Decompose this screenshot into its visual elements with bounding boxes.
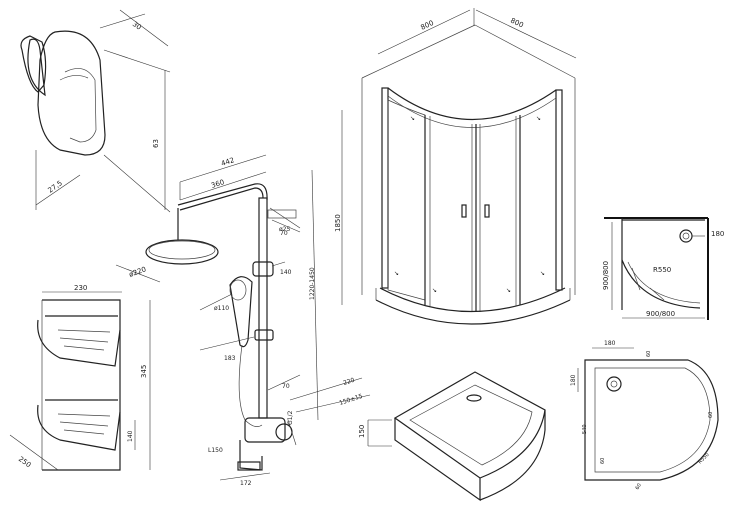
tray-plan-right-side-label: 60 [708, 412, 714, 418]
tray-plan-left-side-label: 540 [582, 424, 588, 434]
enclosure-height-label: 1850 [334, 214, 342, 232]
mixer-slider-label: 183 [224, 355, 236, 362]
svg-text:↘: ↘ [536, 115, 541, 122]
corner-shelf-drawing: 230 345 140 250 [9, 284, 151, 471]
enclosure-plan-drawing: 180 900/800 R550 900/800 [602, 217, 724, 320]
mixer-head-label: ø220 [128, 265, 147, 279]
tray-plan-bottom-label: 60 [635, 482, 643, 491]
tray-plan-side-b-label: 60 [600, 458, 606, 464]
shower-enclosure-drawing: ↘ ↘ ↘ ↘ ↘ ↘ 800 800 1850 [334, 8, 577, 325]
mixer-rail-inner-label: 360 [210, 178, 225, 190]
tray-plan-left-dim-label: 180 [570, 374, 577, 386]
mixer-rail-outer-label: 442 [220, 156, 235, 168]
holder-height-label: 63 [152, 139, 160, 148]
shelf-depth-label: 250 [17, 455, 33, 469]
mixer-arm-label: ø25 [279, 226, 290, 233]
hand-shower-holder-drawing: 30 63 27,5 [20, 9, 171, 213]
mixer-mount-label: 70 [280, 230, 288, 237]
svg-text:↘: ↘ [394, 270, 399, 277]
holder-depth-label: 27,5 [47, 179, 64, 194]
shower-tray-drawing: 150 [358, 371, 546, 502]
shower-mixer-drawing: 70 442 360 ø25 ø220 ø110 183 140 1220-14… [115, 154, 371, 487]
mixer-hand-label: ø110 [214, 305, 229, 312]
plan-side-dim-label: 900/800 [602, 261, 610, 290]
mixer-spout-low-label: L150 [208, 447, 223, 454]
mixer-spout-dim-label: 172 [240, 480, 252, 487]
mixer-spacing-b-label: 150±15 [338, 393, 363, 407]
mixer-valve-top-label: 70 [282, 383, 290, 390]
mixer-spacing-a-label: 220 [342, 377, 355, 387]
shelf-height-label: 345 [140, 365, 148, 378]
shelf-width-label: 230 [74, 284, 87, 292]
svg-text:↘: ↘ [410, 115, 415, 122]
enclosure-width-left-label: 800 [419, 19, 435, 32]
mixer-height-range-label: 1220-1450 [309, 267, 316, 300]
plan-radius-label: R550 [653, 266, 671, 274]
svg-text:↘: ↘ [540, 270, 545, 277]
svg-text:↘: ↘ [506, 287, 511, 294]
tray-height-label: 150 [358, 425, 366, 438]
tray-plan-top-right-label: 60 [646, 351, 652, 357]
tray-plan-radius-label: R550 [697, 452, 710, 465]
mixer-valve-label: G1/2 [287, 411, 294, 425]
shelf-tier-label: 140 [127, 430, 134, 442]
tray-plan-drawing: 180 180 60 540 60 R550 60 60 [570, 340, 719, 491]
enclosure-width-right-label: 800 [509, 17, 525, 30]
plan-bottom-dim-label: 900/800 [646, 310, 675, 318]
mixer-right-off-label: 140 [280, 269, 292, 276]
plan-right-dim-label: 180 [711, 230, 724, 238]
tray-plan-top-dim-label: 180 [604, 340, 616, 347]
holder-width-label: 30 [131, 20, 143, 32]
svg-text:↘: ↘ [432, 287, 437, 294]
